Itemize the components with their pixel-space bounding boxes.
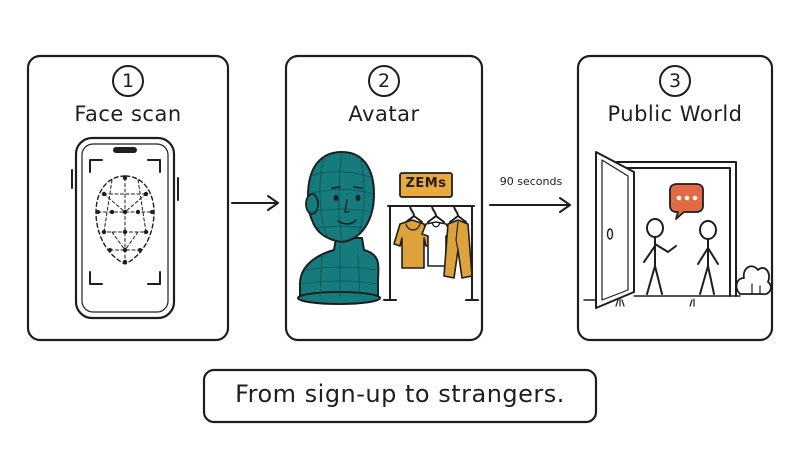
tagline-frame <box>202 368 598 424</box>
open-door-icon <box>583 151 741 309</box>
arrow-caption-90-seconds: 90 seconds <box>499 175 563 188</box>
panel-public-world-frame <box>576 54 774 342</box>
step-2-number: 2 <box>377 70 391 92</box>
step-3-circle <box>659 65 691 97</box>
zems-badge <box>399 172 453 198</box>
panel-face-scan-title: Face scan <box>74 102 182 126</box>
avatar-bust-icon <box>297 151 381 305</box>
stick-figure-right <box>697 220 719 295</box>
step-1-number: 1 <box>121 70 135 92</box>
arrow-2-to-3 <box>489 197 571 213</box>
speech-bubble-icon <box>669 183 704 220</box>
phone-face-scan-icon <box>71 136 179 320</box>
step-1-circle <box>112 65 144 97</box>
step-3-number: 3 <box>668 70 682 92</box>
bush-icon <box>735 265 772 296</box>
panel-public-world-title: Public World <box>607 102 743 126</box>
tagline-text: From sign-up to strangers. <box>235 380 565 408</box>
stick-figure-left <box>643 218 677 295</box>
panel-avatar-title: Avatar <box>348 102 420 126</box>
grass-tufts <box>615 298 695 307</box>
zems-badge-label: ZEMs <box>405 176 447 191</box>
panel-avatar-frame <box>284 54 484 342</box>
panel-face-scan-frame <box>26 54 230 342</box>
arrow-1-to-2 <box>231 195 279 211</box>
clothing-rack-icon <box>383 205 479 301</box>
step-2-circle <box>368 65 400 97</box>
